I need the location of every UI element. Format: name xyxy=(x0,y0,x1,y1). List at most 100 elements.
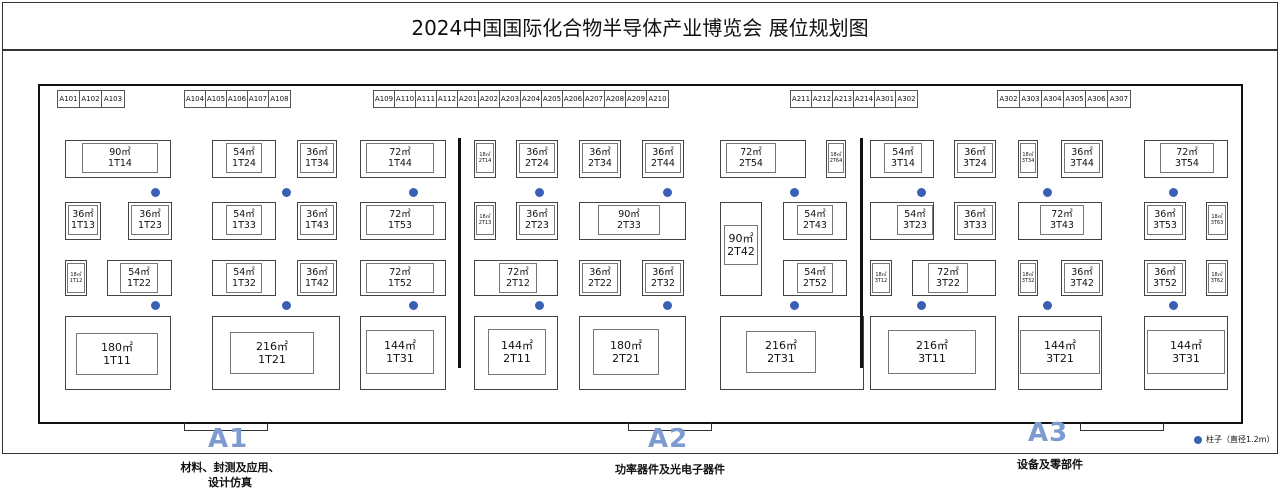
entrance-a3[interactable] xyxy=(1080,423,1164,431)
booth-3t63[interactable] xyxy=(1206,202,1228,240)
small-booth-a105[interactable]: A105 xyxy=(206,91,227,107)
small-booth-a112[interactable]: A112 xyxy=(437,91,458,107)
booth-2t22[interactable] xyxy=(579,260,621,296)
booth-2t13[interactable] xyxy=(474,202,496,240)
booth-1t44[interactable] xyxy=(360,140,446,178)
booth-1t23[interactable] xyxy=(128,202,172,240)
booth-2t24[interactable] xyxy=(516,140,558,178)
booth-2t11[interactable] xyxy=(474,316,558,390)
booth-3t43[interactable] xyxy=(1018,202,1102,240)
booth-1t43[interactable] xyxy=(297,202,337,240)
booth-3t52[interactable] xyxy=(1144,260,1186,296)
booth-inner-frame xyxy=(797,263,833,293)
small-booth-a208[interactable]: A208 xyxy=(605,91,626,107)
booth-3t21[interactable] xyxy=(1018,316,1102,390)
booth-1t33[interactable] xyxy=(212,202,276,240)
booth-2t54[interactable] xyxy=(720,140,806,178)
booth-1t24[interactable] xyxy=(212,140,276,178)
booth-3t32[interactable] xyxy=(1018,260,1038,296)
small-booth-a209[interactable]: A209 xyxy=(626,91,647,107)
booth-2t64[interactable] xyxy=(826,140,846,178)
booth-1t21[interactable] xyxy=(212,316,340,390)
booth-3t44[interactable] xyxy=(1061,140,1103,178)
booth-2t31[interactable] xyxy=(720,316,864,390)
booth-area: 36㎡ xyxy=(526,208,548,220)
small-booth-a304[interactable]: A304 xyxy=(1042,91,1064,107)
booth-area: 180㎡ xyxy=(101,340,133,354)
booth-3t42[interactable] xyxy=(1061,260,1103,296)
small-booth-a302[interactable]: A302 xyxy=(998,91,1020,107)
booth-2t12[interactable] xyxy=(474,260,558,296)
booth-inner-frame xyxy=(300,263,334,293)
booth-3t22[interactable] xyxy=(912,260,996,296)
booth-code: 3T21 xyxy=(1046,352,1074,365)
booth-code: 3T33 xyxy=(963,220,987,231)
booth-inner-frame xyxy=(67,263,85,293)
small-booth-a214[interactable]: A214 xyxy=(854,91,875,107)
booth-1t42[interactable] xyxy=(297,260,337,296)
small-booth-a109[interactable]: A109 xyxy=(374,91,395,107)
booth-2t42[interactable] xyxy=(720,202,762,296)
small-booth-a305[interactable]: A305 xyxy=(1064,91,1086,107)
small-booth-a303[interactable]: A303 xyxy=(1020,91,1042,107)
entrance-a2[interactable] xyxy=(628,423,712,431)
small-booth-a204[interactable]: A204 xyxy=(521,91,542,107)
booth-1t31[interactable] xyxy=(360,316,446,390)
booth-2t33[interactable] xyxy=(579,202,686,240)
small-booth-a201[interactable]: A201 xyxy=(458,91,479,107)
small-booth-a102[interactable]: A102 xyxy=(80,91,102,107)
booth-2t14[interactable] xyxy=(474,140,496,178)
booth-1t34[interactable] xyxy=(297,140,337,178)
booth-1t13[interactable] xyxy=(65,202,101,240)
booth-1t11[interactable] xyxy=(65,316,171,390)
small-booth-a108[interactable]: A108 xyxy=(270,95,289,103)
booth-inner-frame xyxy=(1020,263,1036,293)
small-booth-a103[interactable]: A103 xyxy=(103,95,123,103)
booth-3t62[interactable] xyxy=(1206,260,1228,296)
booth-1t52[interactable] xyxy=(360,260,446,296)
booth-area: 18㎡ xyxy=(1022,152,1034,158)
small-booth-a306[interactable]: A306 xyxy=(1086,91,1108,107)
booth-1t22[interactable] xyxy=(107,260,172,296)
small-booth-a212[interactable]: A212 xyxy=(812,91,833,107)
booth-2t43[interactable] xyxy=(783,202,847,240)
booth-3t31[interactable] xyxy=(1144,316,1228,390)
small-booth-a101[interactable]: A101 xyxy=(58,91,80,107)
small-booth-a111[interactable]: A111 xyxy=(416,91,437,107)
small-booth-a107[interactable]: A107 xyxy=(248,91,269,107)
booth-3t14[interactable] xyxy=(870,140,934,178)
booth-1t12[interactable] xyxy=(65,260,87,296)
booth-3t33[interactable] xyxy=(954,202,996,240)
small-booth-a302[interactable]: A302 xyxy=(897,95,916,103)
booth-3t24[interactable] xyxy=(954,140,996,178)
booth-2t34[interactable] xyxy=(579,140,621,178)
small-booth-a110[interactable]: A110 xyxy=(395,91,416,107)
small-booth-a207[interactable]: A207 xyxy=(584,91,605,107)
small-booth-a307[interactable]: A307 xyxy=(1109,95,1129,103)
booth-2t23[interactable] xyxy=(516,202,558,240)
small-booth-a205[interactable]: A205 xyxy=(542,91,563,107)
small-booth-a301[interactable]: A301 xyxy=(875,91,896,107)
small-booth-a203[interactable]: A203 xyxy=(500,91,521,107)
booth-3t34[interactable] xyxy=(1018,140,1038,178)
small-booth-a210[interactable]: A210 xyxy=(648,95,667,103)
booth-3t54[interactable] xyxy=(1144,140,1228,178)
small-booth-a213[interactable]: A213 xyxy=(833,91,854,107)
small-booth-a106[interactable]: A106 xyxy=(227,91,248,107)
booth-3t12[interactable] xyxy=(870,260,892,296)
booth-3t23[interactable] xyxy=(870,202,934,240)
small-booth-a206[interactable]: A206 xyxy=(563,91,584,107)
booth-area: 36㎡ xyxy=(964,208,986,220)
booth-1t32[interactable] xyxy=(212,260,276,296)
booth-2t44[interactable] xyxy=(642,140,684,178)
booth-3t53[interactable] xyxy=(1144,202,1186,240)
booth-2t52[interactable] xyxy=(783,260,847,296)
booth-2t32[interactable] xyxy=(642,260,684,296)
entrance-a1[interactable] xyxy=(184,423,268,431)
booth-1t53[interactable] xyxy=(360,202,446,240)
booth-2t21[interactable] xyxy=(579,316,686,390)
small-booth-a202[interactable]: A202 xyxy=(479,91,500,107)
small-booth-a211[interactable]: A211 xyxy=(791,91,812,107)
small-booth-a104[interactable]: A104 xyxy=(185,91,206,107)
